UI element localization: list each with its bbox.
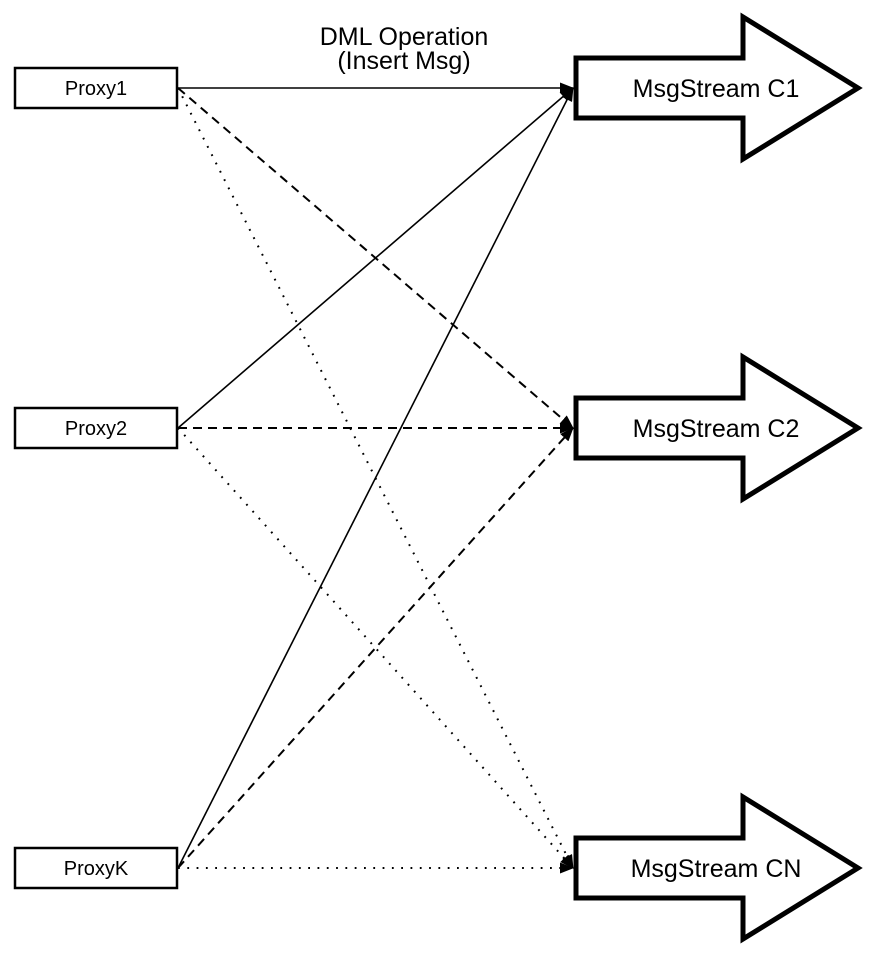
proxy-node: Proxy2 — [13, 406, 179, 450]
proxy-box — [13, 406, 179, 450]
stream-label: MsgStream C2 — [633, 415, 800, 443]
connections-layer — [177, 82, 574, 874]
proxy-label: Proxy1 — [65, 78, 127, 100]
stream-arrow-shape — [573, 792, 863, 944]
connector-line-dashed — [177, 427, 574, 869]
proxy-label: Proxy2 — [65, 418, 127, 440]
streams-layer: MsgStream C1 MsgStream C2 MsgStream CN — [573, 12, 863, 944]
connector-line-solid — [177, 87, 574, 869]
proxy-box — [13, 846, 179, 890]
stream-label: MsgStream CN — [631, 855, 802, 883]
proxy-label: ProxyK — [64, 858, 129, 880]
diagram-title-line1: DML Operation — [320, 23, 489, 51]
stream-arrow-shape — [573, 12, 863, 164]
stream-node: MsgStream C1 — [573, 12, 863, 164]
proxy-node: Proxy1 — [13, 66, 179, 110]
stream-label: MsgStream C1 — [633, 75, 800, 103]
stream-node: MsgStream CN — [573, 792, 863, 944]
stream-node: MsgStream C2 — [573, 352, 863, 504]
proxy-box — [13, 66, 179, 110]
diagram-title-line2: (Insert Msg) — [337, 47, 470, 75]
proxy-node: ProxyK — [13, 846, 179, 890]
stream-arrow-shape — [573, 352, 863, 504]
connector-line-solid — [177, 87, 574, 429]
